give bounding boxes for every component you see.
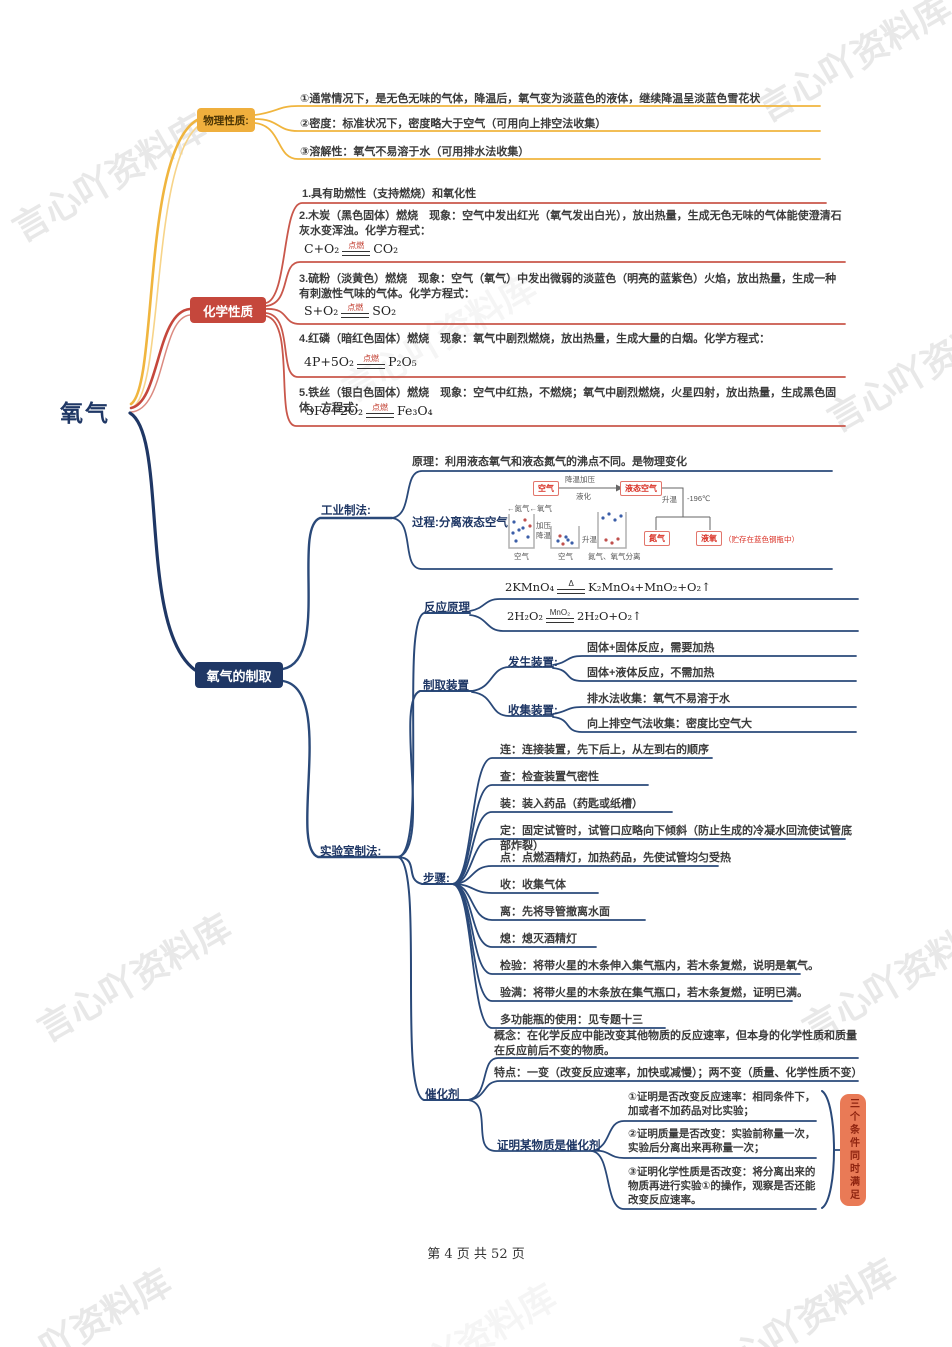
- flow-lox-note: （贮存在蓝色钢瓶中）: [724, 535, 799, 544]
- label-catalyst: 催化剂: [425, 1089, 460, 1101]
- root-node-oxygen: 氧气: [60, 400, 110, 426]
- chemical-item-1: 1.具有助燃性（支持燃烧）和氧化性: [302, 188, 477, 200]
- label-generator: 发生装置:: [508, 657, 558, 669]
- page-number: 第 4 页 共 52 页: [427, 1247, 525, 1262]
- beaker2-label: 空气: [558, 552, 573, 561]
- physical-item-2: ②密度：标准状况下，密度略大于空气（可用向上排空法收集）: [300, 118, 607, 130]
- beaker1-label: 空气: [514, 552, 529, 561]
- generator-item-1: 固体+固体反应，需要加热: [587, 642, 715, 654]
- watermark: 言心吖资料库: [5, 106, 214, 250]
- label-catalyst-proof: 证明某物质是催化剂: [497, 1140, 601, 1152]
- step-item-5: 点：点燃酒精灯，加热药品，先使试管均匀受热: [500, 852, 731, 864]
- industrial-process-label: 过程:分离液态空气: [412, 517, 508, 529]
- equation-sulfur: S+O₂ 点燃 SO₂: [304, 302, 397, 318]
- molecule-dots: [511, 512, 623, 546]
- watermark: 言心吖资料库: [0, 1261, 179, 1347]
- flow-box-liquid-air: 液态空气: [620, 481, 662, 496]
- chemical-item-4: 4.红磷（暗红色固体）燃烧 现象：氧气中剧烈燃烧，放出热量，生成大量的白烟。化学…: [299, 333, 771, 345]
- step-item-9: 检验：将带火星的木条伸入集气瓶内，若木条复燃，说明是氧气。: [500, 960, 819, 972]
- step-item-11: 多功能瓶的使用：见专题十三: [500, 1014, 643, 1026]
- label-industrial-method: 工业制法:: [321, 505, 371, 517]
- equation-carbon: C+O₂ 点燃 CO₂: [304, 240, 399, 256]
- equation-h2o2: 2H₂O₂ MnO₂ 2H₂O+O₂↑: [507, 608, 642, 623]
- node-chemical-properties: 化学性质: [190, 297, 266, 323]
- label-apparatus: 制取装置: [423, 680, 469, 692]
- step-item-1: 连：连接装置，先下后上，从左到右的顺序: [500, 744, 709, 756]
- chemical-item-3: 3.硫粉（淡黄色）燃烧 现象：空气（氧气）中发出微弱的淡蓝色（明亮的蓝紫色）火焰…: [299, 273, 837, 300]
- beaker-diagram: [508, 512, 627, 549]
- flow-label-warm2: 升温: [582, 535, 597, 544]
- flow-box-air: 空气: [533, 481, 559, 496]
- step-item-7: 离：先将导管撤离水面: [500, 906, 610, 918]
- watermark: 言心吖资料库: [820, 296, 952, 440]
- label-collector: 收集装置:: [508, 705, 558, 717]
- chemical-item-5: 5.铁丝（银白色固体）燃烧 现象：空气中红热，不燃烧；氧气中剧烈燃烧，火星四射，…: [299, 387, 837, 414]
- flow-label-cool-pressurize: 降温加压: [565, 475, 595, 484]
- node-physical-properties: 物理性质:: [197, 108, 255, 132]
- step-item-6: 收：收集气体: [500, 879, 566, 891]
- flow-label-warm: 升温: [662, 495, 677, 504]
- flow-label-pressurize: 加压: [536, 521, 551, 530]
- beaker3-label: 氮气、氧气分离: [588, 552, 641, 561]
- label-reaction-principle: 反应原理: [424, 602, 470, 614]
- proof-item-1: ①证明是否改变反应速率：相同条件下，加或者不加药品对比实验；: [628, 1091, 816, 1117]
- flow-label-cool2: 降温: [536, 531, 551, 540]
- physical-item-3: ③溶解性：氧气不易溶于水（可用排水法收集）: [300, 146, 530, 158]
- watermark: 言心吖资料库: [750, 0, 952, 130]
- flow-box-nitrogen: 氮气: [644, 531, 670, 546]
- step-item-8: 熄：熄灭酒精灯: [500, 933, 577, 945]
- flow-legend: ←氮气←氧气: [507, 504, 552, 513]
- physical-item-1: ①通常情况下，是无色无味的气体，降温后，氧气变为淡蓝色的液体，继续降温呈淡蓝色雪…: [300, 93, 761, 105]
- step-item-10: 验满：将带火星的木条放在集气瓶口，若木条复燃，证明已满。: [500, 987, 808, 999]
- flow-label-temperature: -196℃: [687, 494, 711, 503]
- label-laboratory-method: 实验室制法:: [320, 846, 382, 858]
- proof-item-2: ②证明质量是否改变：实验前称量一次，实验后分离出来再称量一次；: [628, 1128, 816, 1154]
- catalyst-concept: 概念：在化学反应中能改变其他物质的反应速率，但本身的化学性质和质量在反应前后不变…: [494, 1030, 857, 1057]
- collector-item-1: 排水法收集：氧气不易溶于水: [587, 693, 730, 705]
- equation-iron: 3Fe+2O₂ 点燃 Fe₃O₄: [306, 402, 433, 418]
- step-item-3: 装：装入药品（药匙或纸槽）: [500, 798, 643, 810]
- label-steps: 步骤:: [423, 873, 450, 885]
- step-item-4: 定：固定试管时，试管口应略向下倾斜（防止生成的冷凝水回流使试管底部炸裂）: [500, 825, 852, 852]
- equation-phosphorus: 4P+5O₂ 点燃 P₂O₅: [304, 353, 417, 369]
- generator-item-2: 固体+液体反应，不需加热: [587, 667, 715, 679]
- watermark: 言心吖资料库: [351, 1269, 564, 1347]
- catalyst-features: 特点：一变（改变反应速率，加快或减慢）；两不变（质量、化学性质不变）: [494, 1067, 863, 1079]
- watermark: 言心吖资料库: [30, 906, 239, 1050]
- industrial-principle: 原理：利用液态氧气和液态氮气的沸点不同。是物理变化: [412, 456, 687, 468]
- chemical-item-2: 2.木炭（黑色固体）燃烧 现象：空气中发出红光（氧气发出白光），放出热量，生成无…: [299, 210, 842, 237]
- collector-item-2: 向上排空气法收集：密度比空气大: [587, 718, 752, 730]
- equation-kmno4: 2KMnO₄ Δ K₂MnO₄+MnO₂+O₂↑: [505, 579, 711, 594]
- proof-item-3: ③证明化学性质是否改变：将分离出来的物质再进行实验①的操作，观察是否还能改变反应…: [628, 1166, 816, 1206]
- step-item-2: 查：检查装置气密性: [500, 771, 599, 783]
- node-oxygen-preparation: 氧气的制取: [195, 662, 283, 688]
- catalyst-side-note: 三个条件同时满足: [840, 1094, 866, 1206]
- flow-box-liquid-oxygen: 液氧: [696, 531, 722, 546]
- flow-label-liquefy: 液化: [576, 492, 591, 501]
